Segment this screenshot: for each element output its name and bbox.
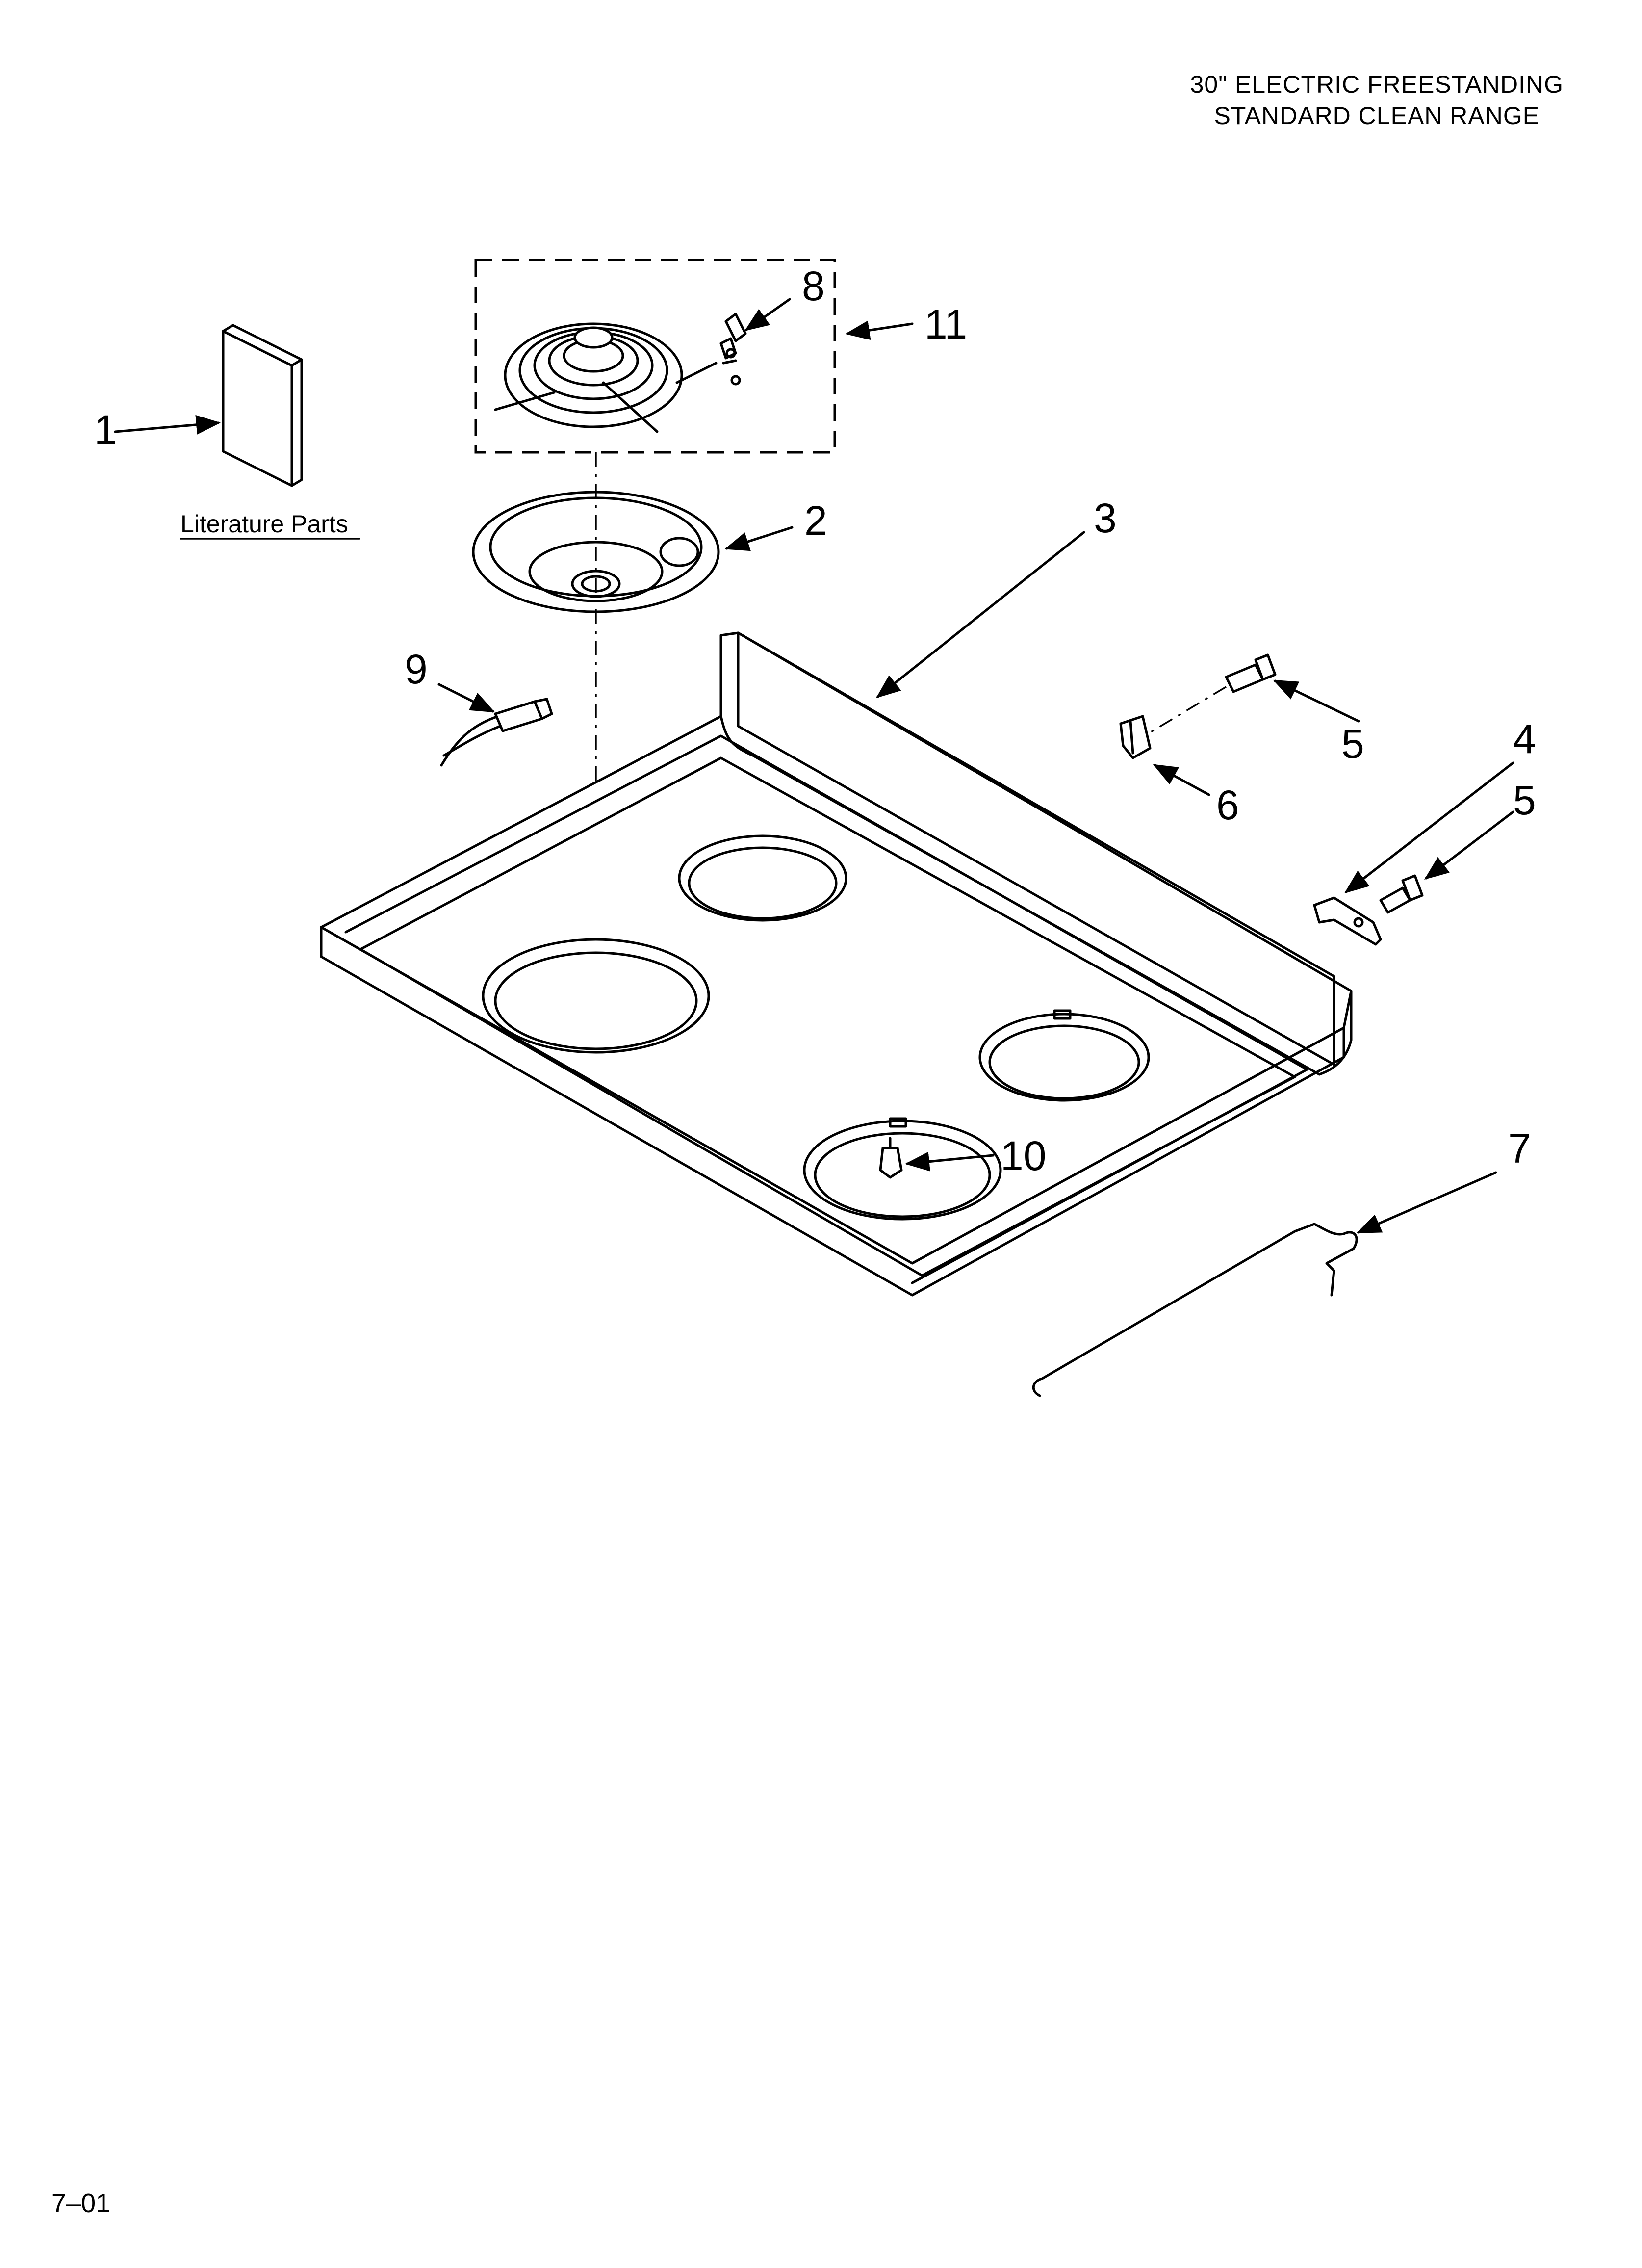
burner-opening-left-rear: [678, 834, 847, 922]
part-bracket: 4: [1313, 716, 1536, 946]
part-clip: 6: [1119, 715, 1239, 828]
burner-opening-right-front: [803, 1117, 1002, 1221]
burner-opening-left-front: [482, 938, 710, 1054]
callout-5b: 5: [1513, 777, 1536, 823]
part-surface-element-assembly: 8 11: [474, 259, 967, 454]
callout-4: 4: [1513, 716, 1536, 762]
part-screw-upper: 5: [1225, 653, 1364, 767]
part-rod: 7: [1032, 1125, 1531, 1397]
callout-5a: 5: [1341, 721, 1364, 767]
callout-9: 9: [405, 646, 428, 692]
callout-7: 7: [1508, 1125, 1531, 1172]
coil-element: [494, 322, 737, 433]
burner-opening-right-rear: [978, 1009, 1150, 1102]
page-code: 7–01: [51, 2189, 111, 2218]
callout-10: 10: [1001, 1133, 1046, 1179]
header-line-1: 30" ELECTRIC FREESTANDING: [1190, 71, 1564, 98]
callout-11: 11: [924, 301, 967, 347]
page-header: 30" ELECTRIC FREESTANDING STANDARD CLEAN…: [1190, 69, 1564, 131]
callout-8: 8: [802, 263, 825, 309]
literature-parts-label: Literature Parts: [180, 510, 348, 538]
header-line-2: STANDARD CLEAN RANGE: [1214, 102, 1540, 130]
part-cooktop: 3: [320, 495, 1353, 1297]
callout-6: 6: [1216, 782, 1239, 828]
part-screw-lower: 5: [1379, 777, 1536, 914]
callout-2: 2: [804, 497, 827, 544]
callout-1: 1: [94, 407, 117, 453]
part-wire-connector: 9: [405, 646, 553, 767]
callout-3: 3: [1094, 495, 1117, 541]
part-screw: 10: [879, 1133, 1046, 1179]
terminal-clip: [724, 313, 747, 386]
part-literature-booklet: 1 Literature Parts: [94, 324, 360, 540]
part-drip-bowl: 2: [472, 491, 827, 613]
